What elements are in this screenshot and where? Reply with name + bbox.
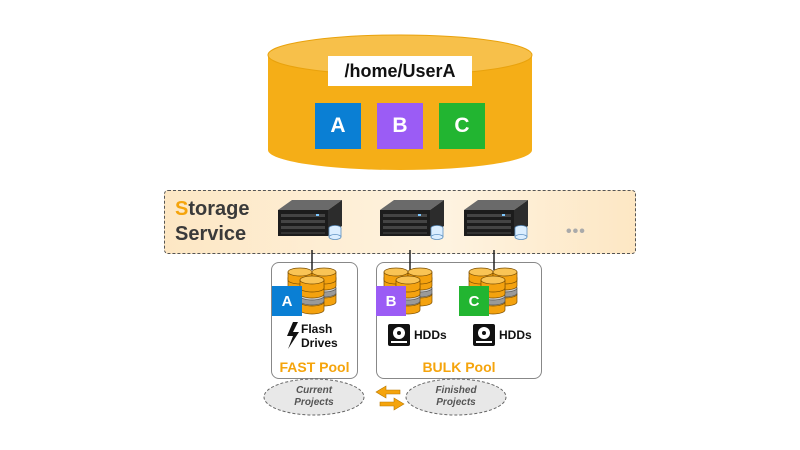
- current-projects-ellipse: [263, 378, 365, 416]
- project-line1: Finished: [435, 385, 477, 396]
- storage-title-initial: S: [175, 198, 189, 220]
- server-icon: [463, 199, 529, 240]
- volume-path-label: /home/UserA: [328, 56, 472, 86]
- hard-drive-icon: [473, 324, 495, 346]
- project-line2: Projects: [436, 397, 476, 408]
- swap-arrows-icon: [375, 385, 405, 411]
- fast-pool-folder-tag: A: [272, 286, 302, 316]
- finished-projects-label: Finished Projects: [406, 385, 506, 409]
- storage-title-line2: Service: [175, 223, 247, 245]
- bulk-pool-media-label: HDDs: [499, 328, 532, 342]
- fast-pool-media-label: Flash Drives: [301, 322, 338, 350]
- more-servers-indicator: •••: [566, 223, 586, 240]
- server-icon: [277, 199, 343, 240]
- storage-service-title: Storage Service: [175, 197, 249, 247]
- media-line1: Flash: [301, 322, 333, 336]
- bulk-pool-label: BULK Pool: [422, 359, 496, 375]
- folder-c: C: [439, 103, 485, 149]
- bulk-pool-folder-tag-b: B: [376, 286, 406, 316]
- bulk-pool-folder-tag-c: C: [459, 286, 489, 316]
- bulk-pool-media-label: HDDs: [414, 328, 447, 342]
- folder-a: A: [315, 103, 361, 149]
- media-line2: Drives: [301, 336, 338, 350]
- storage-title-rest: torage: [188, 198, 250, 220]
- server-icon: [379, 199, 445, 240]
- finished-projects-ellipse: [405, 378, 507, 416]
- project-line1: Current: [295, 385, 333, 396]
- current-projects-label: Current Projects: [264, 385, 364, 409]
- lightning-bolt-icon: [287, 322, 299, 349]
- hard-drive-icon: [388, 324, 410, 346]
- fast-pool-label: FAST Pool: [279, 359, 350, 375]
- project-line2: Projects: [294, 397, 334, 408]
- folder-b: B: [377, 103, 423, 149]
